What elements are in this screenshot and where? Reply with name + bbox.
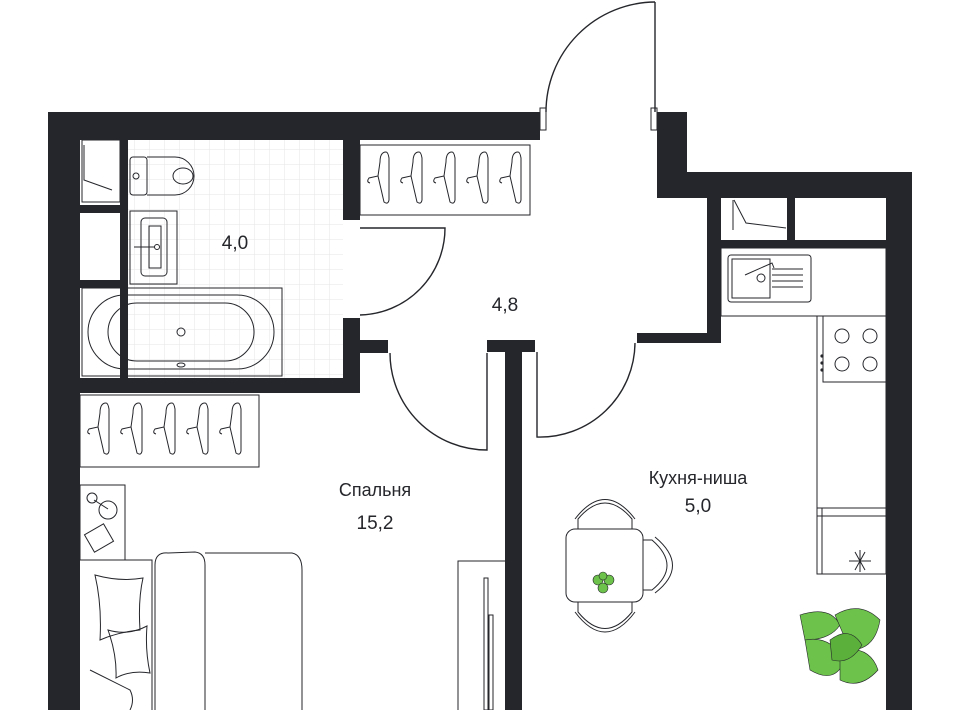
hanger-icon bbox=[499, 151, 522, 204]
wardrobe-sliding-icon bbox=[457, 560, 505, 710]
entrance-door[interactable] bbox=[539, 1, 658, 131]
walls bbox=[48, 112, 912, 710]
bedroom-name: Спальня bbox=[339, 480, 411, 500]
shower-icon bbox=[81, 139, 121, 203]
nightstand-icon bbox=[79, 484, 126, 561]
table-plant-icon bbox=[592, 571, 615, 594]
dining-table-icon bbox=[565, 499, 673, 633]
monstera-plant-icon bbox=[799, 608, 881, 684]
ventilation-shaft bbox=[732, 199, 787, 230]
bathroom-door[interactable] bbox=[359, 227, 446, 316]
bedroom-area: 15,2 bbox=[357, 513, 394, 534]
toilet-icon bbox=[129, 156, 195, 196]
bed-icon bbox=[82, 551, 303, 710]
wardrobe-hallway bbox=[359, 144, 531, 216]
fridge-icon bbox=[816, 507, 887, 575]
bathtub-icon bbox=[81, 287, 283, 377]
wardrobe-bedroom bbox=[79, 394, 260, 468]
bedroom-door[interactable] bbox=[389, 352, 488, 451]
hanger-icon bbox=[400, 151, 423, 204]
kitchen-name: Кухня-ниша bbox=[649, 468, 749, 488]
kitchen-area: 5,0 bbox=[685, 496, 711, 517]
bathroom-floor bbox=[125, 140, 343, 378]
bathroom-area: 4,0 bbox=[222, 233, 248, 254]
stove-icon bbox=[816, 315, 887, 517]
kitchen-sink-icon bbox=[720, 247, 887, 317]
hanger-icon bbox=[120, 402, 143, 455]
hanger-icon bbox=[153, 402, 176, 455]
hanger-icon bbox=[186, 402, 209, 455]
kitchen-door[interactable] bbox=[536, 342, 636, 438]
hanger-icon bbox=[87, 402, 110, 455]
sink-icon bbox=[129, 210, 178, 285]
hanger-icon bbox=[219, 402, 242, 455]
hanger-icon bbox=[367, 151, 390, 204]
hanger-icon bbox=[466, 151, 489, 204]
hallway-area: 4,8 bbox=[492, 295, 518, 316]
hanger-icon bbox=[433, 151, 456, 204]
